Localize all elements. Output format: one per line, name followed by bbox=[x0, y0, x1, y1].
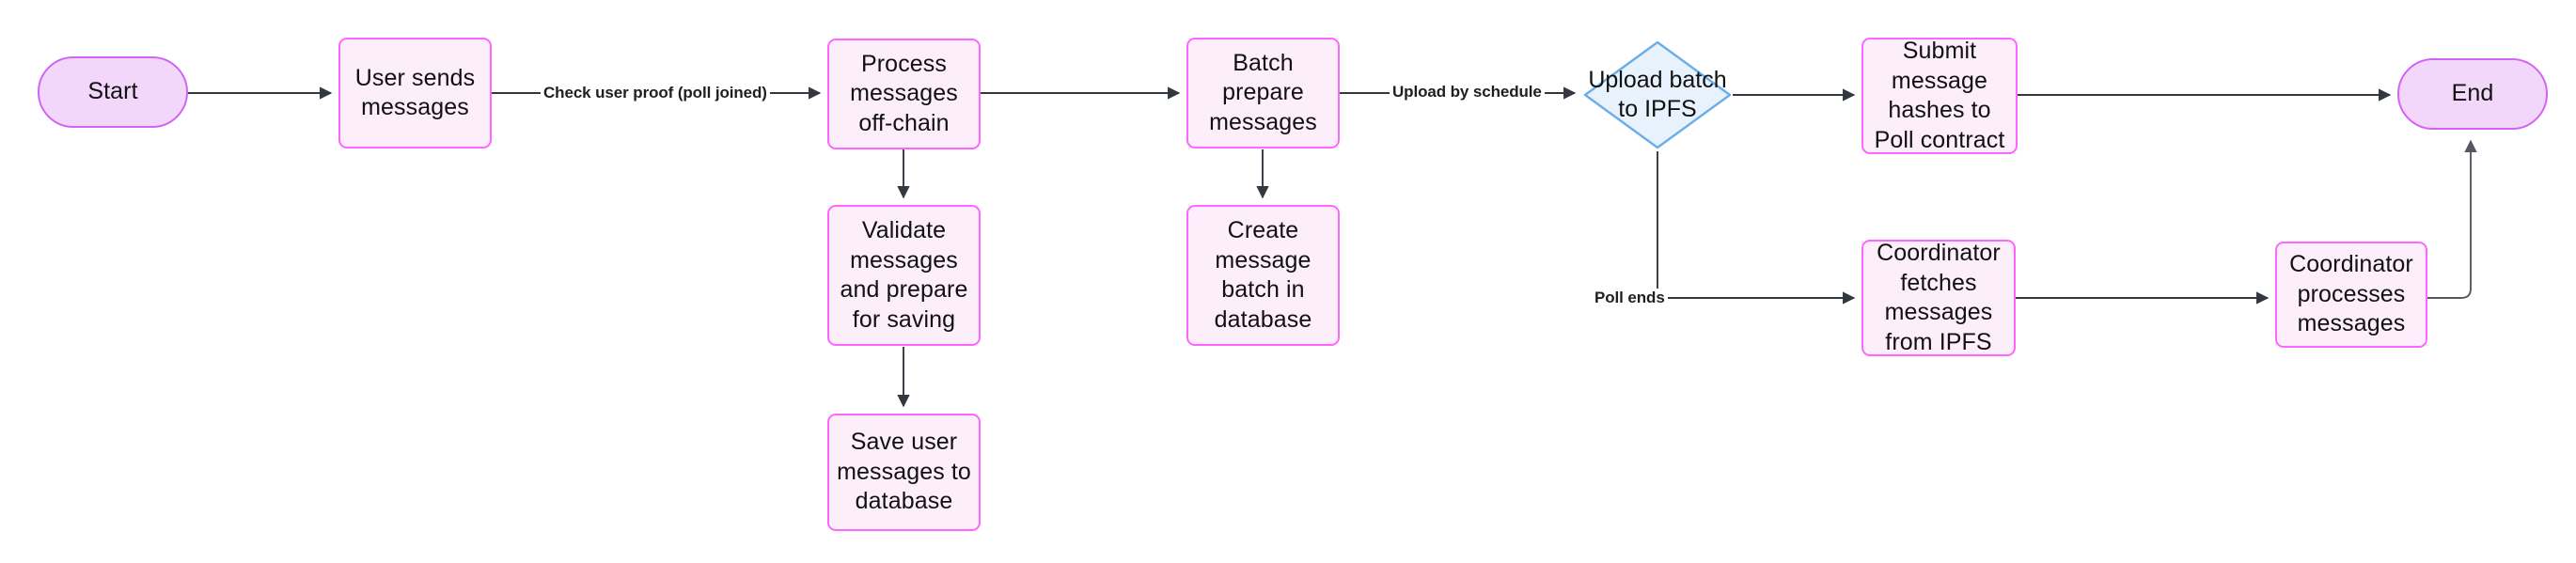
node-save-user-messages[interactable]: Save user messages to database bbox=[827, 414, 981, 531]
node-user-sends-messages[interactable]: User sends messages bbox=[338, 38, 492, 149]
edge-label-upload-by-schedule: Upload by schedule bbox=[1390, 83, 1545, 102]
node-process-messages-off-chain[interactable]: Process messages off-chain bbox=[827, 39, 981, 149]
edge-label-poll-ends: Poll ends bbox=[1592, 289, 1668, 307]
node-submit-message-hashes[interactable]: Submit message hashes to Poll contract bbox=[1861, 38, 2018, 154]
node-upload-batch-to-ipfs-label: Upload batch to IPFS bbox=[1588, 66, 1727, 123]
node-coordinator-fetches-messages[interactable]: Coordinator fetches messages from IPFS bbox=[1861, 240, 2016, 356]
diamond-shape bbox=[1583, 40, 1732, 149]
node-end[interactable]: End bbox=[2397, 58, 2548, 130]
node-upload-batch-to-ipfs[interactable]: Upload batch to IPFS bbox=[1582, 39, 1733, 150]
node-validate-messages[interactable]: Validate messages and prepare for saving bbox=[827, 205, 981, 346]
node-coordinator-processes-messages[interactable]: Coordinator processes messages bbox=[2275, 242, 2427, 348]
edge-coord-proc-to-end bbox=[2427, 139, 2477, 299]
node-start[interactable]: Start bbox=[38, 56, 188, 128]
edge-label-check-user-proof: Check user proof (poll joined) bbox=[541, 84, 770, 102]
node-batch-prepare-messages[interactable]: Batch prepare messages bbox=[1186, 38, 1340, 149]
edge-upload-ipfs-to-coord-fetch bbox=[1657, 151, 1856, 305]
node-create-message-batch[interactable]: Create message batch in database bbox=[1186, 205, 1340, 346]
